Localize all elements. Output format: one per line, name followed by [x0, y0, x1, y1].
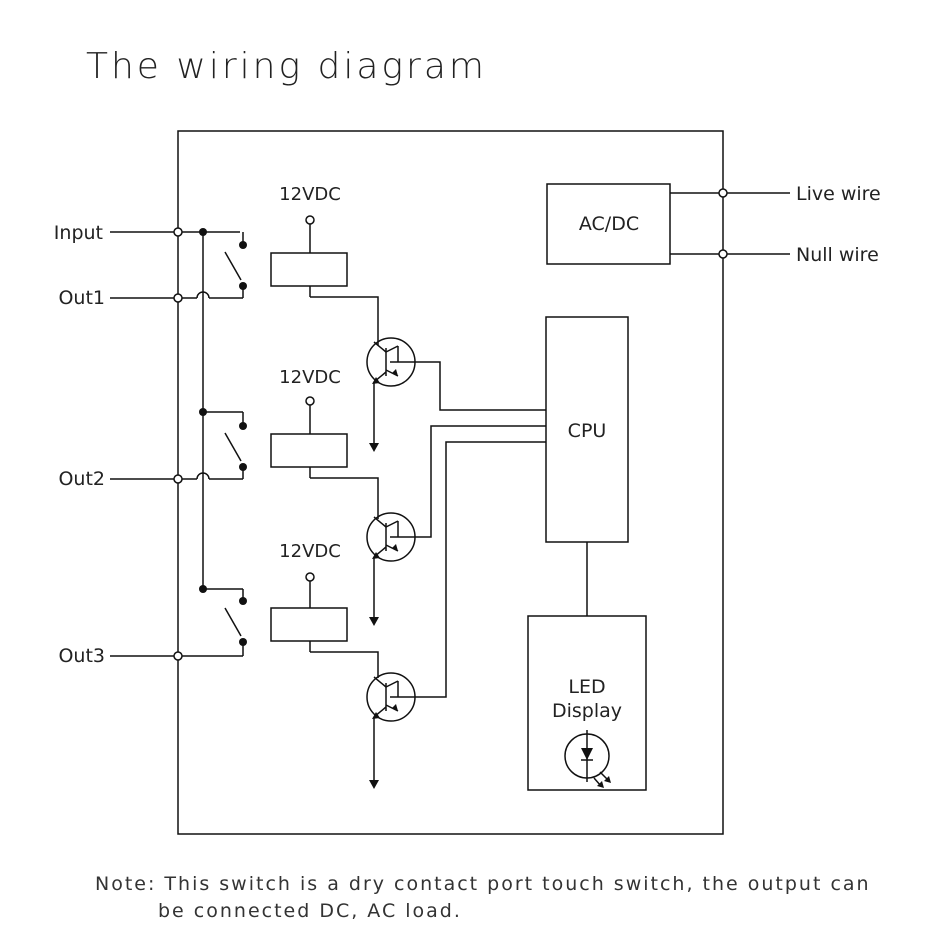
terminal-out2: Out2	[58, 467, 244, 490]
cpu-block: CPU	[545, 316, 629, 543]
cpu-label: CPU	[568, 420, 607, 442]
acdc-block: AC/DC	[546, 183, 671, 265]
note-line-1: Note: This switch is a dry contact port …	[95, 873, 871, 895]
out3-label: Out3	[58, 645, 105, 667]
led-display-block: LED Display	[527, 615, 647, 791]
terminal-null-wire: Null wire	[670, 244, 879, 266]
terminal-out3: Out3	[58, 642, 244, 667]
led-label-line1: LED	[568, 676, 605, 698]
transistor-2	[366, 512, 416, 626]
transistor-3	[366, 672, 416, 789]
supply-label-2: 12VDC	[279, 367, 341, 388]
relay-coil-2: 12VDC	[270, 367, 379, 519]
relay-switch-1	[224, 232, 247, 290]
cpu-signal-lines	[416, 361, 546, 698]
live-wire-label: Live wire	[796, 183, 881, 205]
terminal-input: Input	[54, 222, 240, 244]
page-title: The wiring diagram	[86, 46, 487, 87]
led-icon	[564, 730, 611, 788]
input-label: Input	[54, 222, 103, 244]
out2-label: Out2	[58, 468, 105, 490]
transistor-1	[366, 337, 416, 452]
acdc-label: AC/DC	[579, 213, 639, 235]
supply-label-3: 12VDC	[279, 541, 341, 562]
led-label-line2: Display	[552, 700, 622, 722]
relay-coil-1: 12VDC	[270, 184, 379, 345]
supply-label-1: 12VDC	[279, 184, 341, 205]
terminal-live-wire: Live wire	[670, 183, 881, 205]
note-line-2: be connected DC, AC load.	[158, 900, 462, 922]
relay-switch-3	[199, 585, 247, 646]
relay-coil-3: 12VDC	[270, 541, 379, 678]
terminal-out1: Out1	[58, 286, 244, 309]
relay-switch-2	[199, 408, 247, 471]
out1-label: Out1	[58, 287, 105, 309]
null-wire-label: Null wire	[796, 244, 879, 266]
